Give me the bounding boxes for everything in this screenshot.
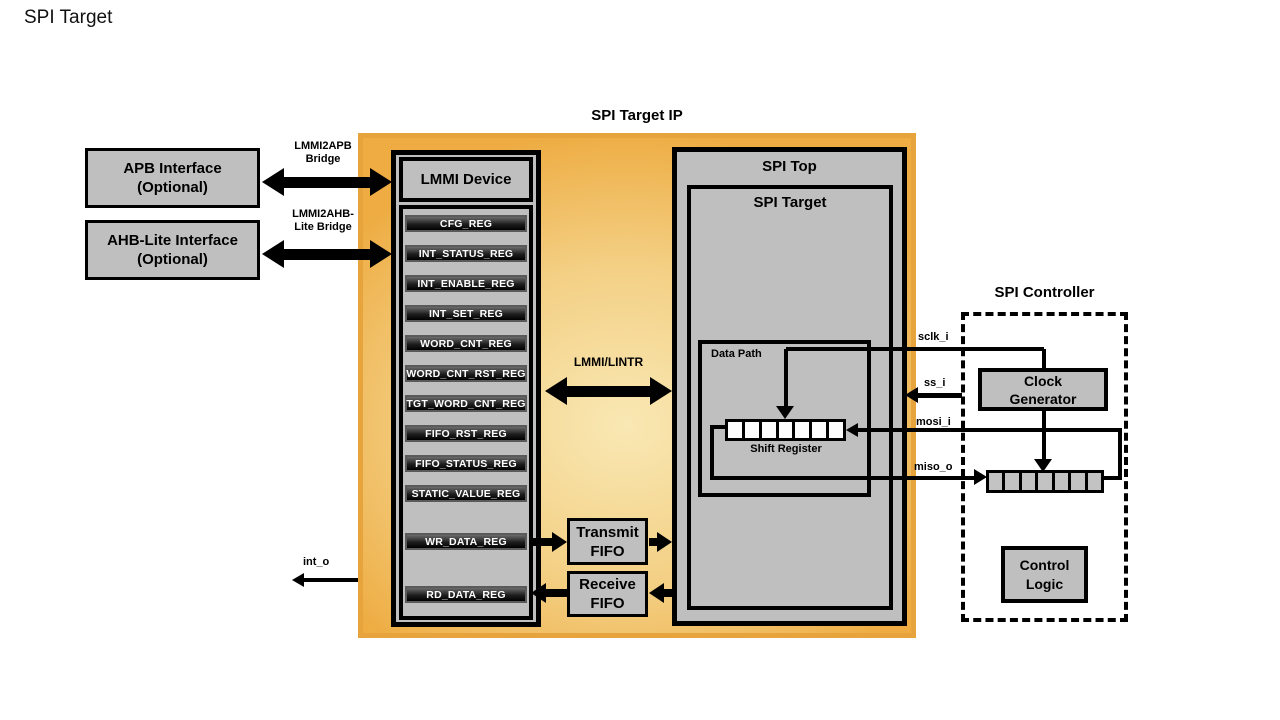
ahb-lite-interface-box: AHB-Lite Interface (Optional) — [85, 220, 260, 280]
mosi-line-stub — [1101, 476, 1120, 480]
int-o-label: int_o — [303, 556, 330, 568]
receive-fifo-box: Receive FIFO — [567, 571, 648, 617]
arrowhead-left-icon — [545, 377, 567, 405]
shift-register-cell — [761, 422, 776, 438]
shift-register-label: Shift Register — [750, 443, 822, 455]
spi-target-ip-label: SPI Target IP — [591, 107, 683, 124]
sclk-i-label: sclk_i — [918, 331, 949, 343]
shift-register-cell — [795, 422, 810, 438]
shift-register-cell — [778, 422, 793, 438]
rxfifo-to-rd-arrow — [531, 583, 567, 603]
shift-register-cell — [1005, 473, 1019, 490]
register-row-wr-data: WR_DATA_REG — [405, 533, 527, 550]
controller-shift-register — [986, 470, 1104, 493]
register-row: WORD_CNT_RST_REG — [405, 365, 527, 382]
apb-interface-label-line2: (Optional) — [137, 179, 208, 196]
spi-target-label: SPI Target — [753, 194, 827, 211]
miso-line-stub — [712, 425, 728, 429]
lmmi-lintr-label: LMMI/LINTR — [573, 355, 644, 369]
arrowhead-left-icon — [905, 387, 918, 403]
transmit-fifo-box: Transmit FIFO — [567, 518, 648, 565]
arrowhead-left-icon — [292, 573, 304, 587]
apb-interface-label-line1: APB Interface — [123, 160, 222, 177]
arrowhead-left-icon — [262, 240, 284, 268]
arrowhead-right-icon — [650, 377, 672, 405]
page-title: SPI Target — [24, 7, 113, 28]
miso-line-vertical — [710, 425, 714, 480]
lmmi-lintr-bus-arrow — [545, 377, 672, 405]
arrowhead-right-icon — [552, 532, 567, 552]
register-list: WR_DATA_REG RD_DATA_REG CFG_REG INT_STATU… — [399, 205, 533, 620]
arrowhead-left-icon — [262, 168, 284, 196]
mosi-line-horizontal — [858, 428, 1122, 432]
shift-register-cell — [744, 422, 759, 438]
arrowhead-right-icon — [974, 469, 987, 485]
register-row: INT_STATUS_REG — [405, 245, 527, 262]
lmmi-device-title: LMMI Device — [399, 157, 533, 202]
register-row: TGT_WORD_CNT_REG — [405, 395, 527, 412]
mosi-i-label: mosi_i — [916, 416, 951, 428]
spi-controller-box — [961, 312, 1128, 622]
ahb-lite-interface-label-line2: (Optional) — [137, 251, 208, 268]
sclk-line-down-target — [784, 349, 788, 407]
mosi-line-vertical — [1118, 428, 1122, 480]
register-row-rd-data: RD_DATA_REG — [405, 586, 527, 603]
shift-register-cell — [728, 422, 742, 438]
shift-register-cell — [812, 422, 827, 438]
miso-o-label: miso_o — [914, 461, 953, 473]
control-logic-box: Control Logic — [1001, 546, 1088, 603]
sclk-line-horizontal — [786, 347, 1044, 351]
int-o-arrow — [292, 573, 358, 587]
lmmi2apb-bridge-label: LMMI2APB Bridge — [294, 140, 352, 165]
ss-i-arrow — [905, 387, 962, 403]
register-row: WORD_CNT_REG — [405, 335, 527, 352]
data-path-label: Data Path — [711, 348, 762, 360]
shift-register-cell — [1038, 473, 1052, 490]
register-row: INT_ENABLE_REG — [405, 275, 527, 292]
ahb-lite-interface-label-line1: AHB-Lite Interface — [107, 232, 238, 249]
spi-controller-label: SPI Controller — [994, 284, 1095, 301]
register-row: CFG_REG — [405, 215, 527, 232]
shift-register-cell — [989, 473, 1003, 490]
arrowhead-down-icon — [1034, 459, 1052, 472]
shift-register-cell — [1054, 473, 1069, 490]
txfifo-to-spitop-arrow — [649, 532, 672, 552]
miso-line-horizontal — [710, 476, 974, 480]
arrowhead-right-icon — [370, 168, 392, 196]
ss-i-label: ss_i — [924, 377, 946, 389]
lmmi-device-box: LMMI Device WR_DATA_REG RD_DATA_REG CFG_… — [391, 150, 541, 627]
register-row: FIFO_RST_REG — [405, 425, 527, 442]
wr-to-txfifo-arrow — [532, 532, 567, 552]
lmmi2ahb-lite-bridge-label: LMMI2AHB- Lite Bridge — [292, 208, 354, 233]
apb-interface-box: APB Interface (Optional) — [85, 148, 260, 208]
register-row: STATIC_VALUE_REG — [405, 485, 527, 502]
sclk-line-down-clockgen — [1042, 349, 1046, 370]
shift-register-cell — [1021, 473, 1036, 490]
arrowhead-right-icon — [657, 532, 672, 552]
clock-generator-box: Clock Generator — [978, 368, 1108, 411]
ahb-bus-arrow — [262, 240, 392, 268]
shift-register-cell — [829, 422, 844, 438]
arrowhead-left-icon — [649, 583, 664, 603]
spitop-to-rxfifo-arrow — [649, 583, 672, 603]
target-shift-register — [725, 419, 846, 441]
spi-top-label: SPI Top — [762, 158, 817, 175]
register-row: FIFO_STATUS_REG — [405, 455, 527, 472]
arrowhead-left-icon — [531, 583, 546, 603]
shift-register-cell — [1087, 473, 1101, 490]
arrowhead-down-icon — [776, 406, 794, 419]
clockgen-line-down — [1042, 411, 1046, 461]
arrowhead-left-icon — [846, 423, 858, 437]
shift-register-cell — [1071, 473, 1085, 490]
register-row: INT_SET_REG — [405, 305, 527, 322]
arrowhead-right-icon — [370, 240, 392, 268]
apb-bus-arrow — [262, 168, 392, 196]
